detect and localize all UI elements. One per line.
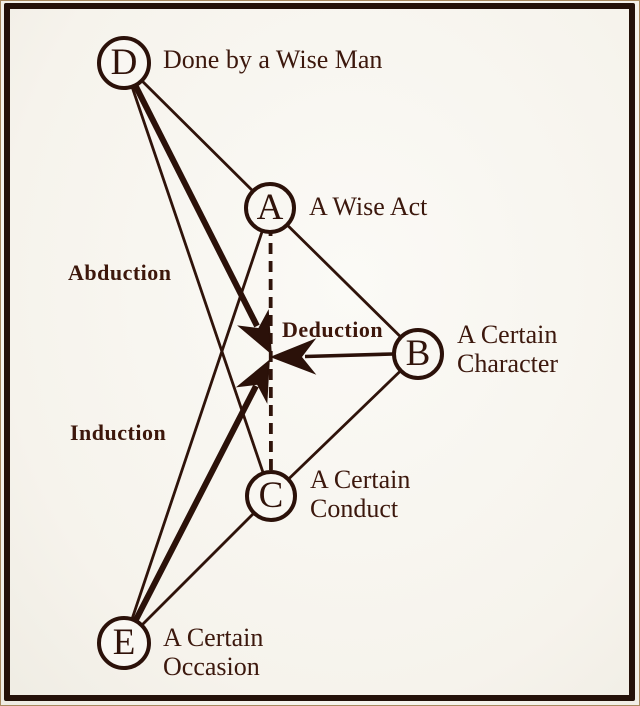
node-A-label: A Wise Act (309, 192, 428, 221)
edge-B-C (270, 352, 419, 498)
node-B-label: A Certain Character (457, 320, 559, 378)
node-C-circle: C (245, 470, 297, 522)
node-C-label: A Certain Conduct (310, 465, 411, 523)
node-A-circle: A (244, 182, 296, 234)
edge-E-A (122, 207, 272, 644)
node-E-circle: E (97, 616, 151, 670)
node-E-letter: E (112, 621, 136, 663)
abduction-label: Abduction (68, 260, 172, 285)
induction-label: Induction (70, 420, 167, 445)
deduction-arrowhead-icon (269, 338, 317, 375)
node-D-letter: D (110, 41, 138, 83)
induction-arrowhead-icon (235, 359, 270, 404)
node-D-circle: D (97, 36, 151, 90)
deduction-label: Deduction (282, 317, 384, 342)
figure-border-frame (4, 3, 635, 701)
node-C-letter: C (258, 474, 284, 516)
edge-D-A (123, 62, 271, 209)
abduction-arrow-shaft (121, 61, 260, 328)
edge-A-B (269, 207, 419, 355)
deduction-arrow-shaft (304, 352, 394, 359)
node-B-letter: B (405, 332, 431, 374)
edge-C-E (123, 495, 272, 644)
node-E-label: A Certain Occasion (163, 623, 264, 681)
node-D-label: Done by a Wise Man (163, 45, 383, 74)
edge-D-C (122, 62, 273, 497)
abduction-arrowhead-icon (237, 309, 272, 355)
node-B-circle: B (392, 328, 444, 380)
induction-arrow-shaft (121, 384, 259, 645)
node-A-letter: A (256, 186, 284, 228)
